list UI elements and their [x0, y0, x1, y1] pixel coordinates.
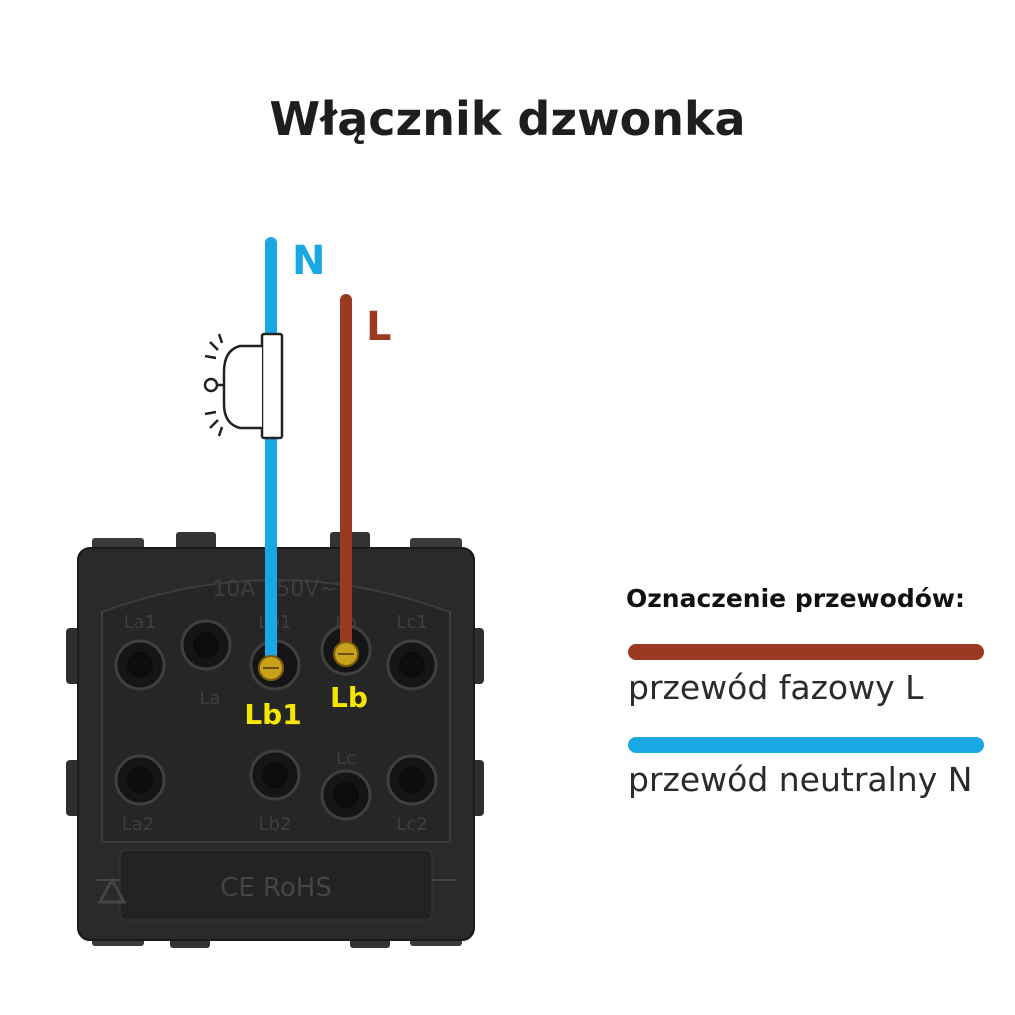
recycle-icon	[97, 876, 127, 904]
terminal-screw-lb	[333, 641, 359, 667]
terminal-label-lc: Lc	[336, 748, 356, 769]
terminal-label-la2: La2	[122, 814, 155, 835]
terminal-callout-lb1: Lb1	[244, 698, 301, 731]
legend-label-phase: przewód fazowy L	[628, 668, 924, 707]
page-title: Włącznik dzwonka	[269, 92, 746, 146]
doorbell-icon	[203, 332, 284, 440]
terminal-label-la1: La1	[124, 612, 157, 633]
terminal-label-la: La	[199, 688, 220, 709]
legend-title: Oznaczenie przewodów:	[626, 584, 965, 613]
terminal-label-lc1: Lc1	[396, 612, 427, 633]
legend-swatch-neutral	[628, 737, 984, 753]
legend-swatch-phase	[628, 644, 984, 660]
legend-label-neutral: przewód neutralny N	[628, 760, 973, 799]
terminal-label-lc2: Lc2	[396, 814, 427, 835]
device-marking: CE RoHS	[220, 873, 332, 903]
neutral-wire-label: N	[292, 238, 326, 284]
phase-wire-label: L	[366, 304, 392, 350]
terminal-callout-lb: Lb	[330, 681, 368, 714]
terminal-label-lb2: Lb2	[259, 814, 292, 835]
terminal-screw-lb1	[258, 655, 284, 681]
terminal-holes	[114, 619, 438, 821]
